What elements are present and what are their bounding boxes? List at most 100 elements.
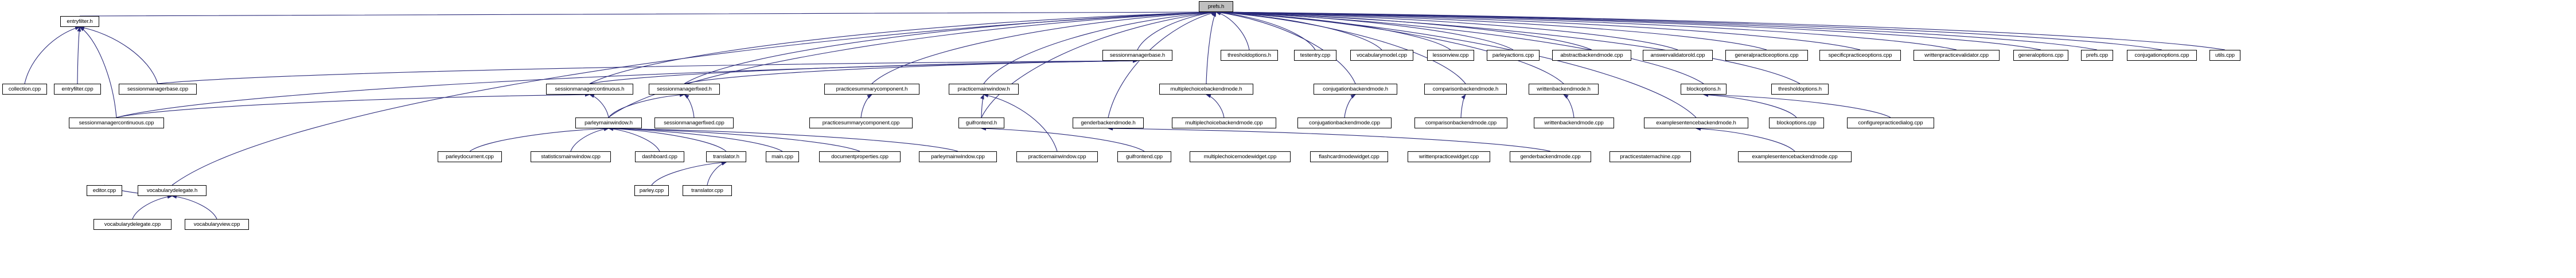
graph-edge — [684, 94, 695, 118]
graph-edge — [1206, 11, 1217, 84]
graph-edge — [1215, 10, 2162, 50]
graph-edge — [1344, 94, 1356, 118]
graph-node[interactable]: sessionmanagerbase.cpp — [119, 84, 197, 95]
graph-edge — [608, 126, 727, 152]
graph-node[interactable]: thresholdoptions.h — [1771, 84, 1829, 95]
graph-edge — [1460, 94, 1466, 118]
graph-node[interactable]: flashcardmodewidget.cpp — [1310, 151, 1388, 162]
graph-edge — [608, 127, 660, 152]
graph-node[interactable]: practicemainwindow.h — [949, 84, 1019, 95]
graph-edge — [1703, 93, 1797, 118]
graph-node[interactable]: vocabularydelegate.cpp — [93, 219, 172, 230]
graph-node[interactable]: writtenpracticewidget.cpp — [1408, 151, 1490, 162]
graph-edge — [570, 127, 609, 152]
graph-node[interactable]: conjugationbackendmode.cpp — [1297, 118, 1392, 128]
graph-node[interactable]: sessionmanagercontinuous.cpp — [69, 118, 164, 128]
graph-node[interactable]: lessonview.cpp — [1427, 50, 1474, 61]
graph-node[interactable]: multiplechoicebackendmode.cpp — [1172, 118, 1276, 128]
graph-node[interactable]: writtenbackendmode.h — [1529, 84, 1599, 95]
graph-node[interactable]: main.cpp — [766, 151, 799, 162]
graph-node[interactable]: parleydocument.cpp — [438, 151, 502, 162]
graph-node[interactable]: utils.cpp — [2209, 50, 2240, 61]
graph-edge — [1696, 127, 1795, 152]
graph-node[interactable]: abstractbackendmode.cpp — [1552, 50, 1631, 61]
graph-node[interactable]: guifrontend.h — [958, 118, 1004, 128]
graph-node[interactable]: entryfilter.h — [60, 16, 99, 27]
graph-node[interactable]: practicesummarycomponent.cpp — [809, 118, 913, 128]
graph-node[interactable]: sessionmanagercontinuous.h — [546, 84, 633, 95]
graph-node[interactable]: writtenpracticevalidator.cpp — [1914, 50, 2000, 61]
graph-edge — [608, 126, 783, 152]
graph-node[interactable]: generaloptions.cpp — [2013, 50, 2068, 61]
graph-node[interactable]: multiplechoicebackendmode.h — [1159, 84, 1253, 95]
graph-node[interactable]: editor.cpp — [87, 185, 122, 196]
graph-edge — [860, 94, 872, 118]
graph-node[interactable]: comparisonbackendmode.cpp — [1414, 118, 1507, 128]
graph-node[interactable]: parleymainwindow.cpp — [919, 151, 997, 162]
graph-edge — [1703, 92, 1891, 118]
graph-edge — [1215, 10, 2041, 50]
graph-edge — [651, 160, 727, 186]
graph-node[interactable]: genderbackendmode.h — [1073, 118, 1144, 128]
graph-node[interactable]: genderbackendmode.cpp — [1510, 151, 1591, 162]
graph-edge — [1215, 10, 1356, 84]
graph-node[interactable]: multiplechoicemodewidget.cpp — [1190, 151, 1291, 162]
graph-node[interactable]: documentproperties.cpp — [819, 151, 901, 162]
graph-edge — [157, 58, 1138, 84]
graph-node[interactable]: vocabularyview.cpp — [185, 219, 249, 230]
graph-node[interactable]: specificpracticeoptions.cpp — [1819, 50, 1901, 61]
graph-node[interactable]: conjugationoptions.cpp — [2127, 50, 2197, 61]
graph-node[interactable]: testentry.cpp — [1294, 50, 1336, 61]
graph-node[interactable]: examplesentencebackendmode.h — [1644, 118, 1748, 128]
graph-node[interactable]: prefs.h — [1199, 1, 1233, 12]
graph-node[interactable]: configurepracticedialog.cpp — [1847, 118, 1934, 128]
graph-edge — [1215, 10, 2098, 50]
graph-edge — [77, 26, 81, 84]
graph-edge — [469, 126, 609, 152]
graph-edge — [172, 194, 217, 220]
graph-node[interactable]: statisticsmainwindow.cpp — [531, 151, 611, 162]
graph-node[interactable]: practicemainwindow.cpp — [1016, 151, 1098, 162]
graph-node[interactable]: vocabularymodel.cpp — [1350, 50, 1413, 61]
graph-node[interactable]: guifrontend.cpp — [1117, 151, 1171, 162]
graph-node[interactable]: thresholdoptions.h — [1221, 50, 1278, 61]
graph-edge — [79, 26, 117, 118]
graph-node[interactable]: sessionmanagerbase.h — [1102, 50, 1172, 61]
graph-node[interactable]: collection.cpp — [2, 84, 47, 95]
graph-edge — [1215, 10, 1697, 118]
graph-node[interactable]: practicesummarycomponent.h — [824, 84, 919, 95]
graph-edge — [1215, 10, 1767, 50]
graph-node[interactable]: answervalidatorold.cpp — [1643, 50, 1713, 61]
graph-node[interactable]: blockoptions.h — [1681, 84, 1727, 95]
graph-node[interactable]: sessionmanagerfixed.h — [649, 84, 720, 95]
graph-node[interactable]: blockoptions.cpp — [1769, 118, 1824, 128]
graph-edge — [79, 10, 1217, 17]
graph-edge — [1215, 10, 1451, 50]
graph-edge — [589, 58, 1138, 84]
graph-edge — [608, 10, 1217, 118]
graph-edge — [1215, 10, 1801, 84]
graph-node[interactable]: translator.cpp — [683, 185, 732, 196]
graph-node[interactable]: dashboard.cpp — [635, 151, 684, 162]
graph-edge — [1215, 10, 1466, 84]
graph-node[interactable]: sessionmanagerfixed.cpp — [654, 118, 734, 128]
graph-node[interactable]: conjugationbackendmode.h — [1314, 84, 1397, 95]
graph-edge — [79, 26, 158, 84]
graph-node[interactable]: vocabularydelegate.h — [138, 185, 206, 196]
graph-node[interactable]: examplesentencebackendmode.cpp — [1738, 151, 1852, 162]
graph-node[interactable]: prefs.cpp — [2081, 50, 2113, 61]
graph-node[interactable]: writtenbackendmode.cpp — [1534, 118, 1614, 128]
graph-node[interactable]: practicestatemachine.cpp — [1609, 151, 1691, 162]
graph-node[interactable]: generalpracticeoptions.cpp — [1725, 50, 1808, 61]
graph-edge — [981, 10, 1217, 118]
graph-node[interactable]: entryfilter.cpp — [54, 84, 101, 95]
graph-edge — [1215, 10, 1382, 50]
graph-edge — [871, 10, 1217, 84]
graph-node[interactable]: parley.cpp — [634, 185, 669, 196]
graph-node[interactable]: translator.h — [706, 151, 746, 162]
graph-node[interactable]: parleymainwindow.h — [575, 118, 642, 128]
graph-node[interactable]: comparisonbackendmode.h — [1424, 84, 1507, 95]
graph-edge — [980, 94, 984, 118]
graph-node[interactable]: parleyactions.cpp — [1487, 50, 1540, 61]
